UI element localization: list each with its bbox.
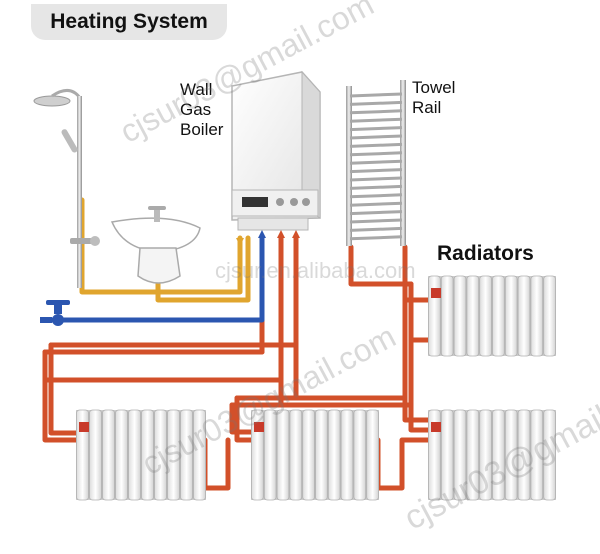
towel-rail-bar	[349, 184, 403, 190]
radiator-fin	[353, 409, 367, 501]
radiator-fin	[492, 409, 505, 501]
towel-rail-bar	[349, 151, 403, 157]
radiator-fin	[530, 275, 544, 357]
radiator-logo	[254, 422, 264, 432]
radiator-fin	[340, 409, 354, 501]
watermark-site: cjsur.en.alibaba.com	[215, 258, 416, 283]
radiator-fin	[154, 409, 167, 501]
towel-rail-bar	[349, 134, 403, 140]
radiator-fin	[517, 275, 531, 357]
radiator-fin	[128, 409, 141, 501]
radiator-logo	[431, 288, 441, 298]
radiator-fin	[366, 409, 379, 501]
boiler-label-line-3: Boiler	[180, 120, 224, 139]
towel-rail	[346, 80, 406, 246]
radiator-fin	[479, 275, 492, 357]
radiator-fin	[180, 409, 193, 501]
sink-icon	[110, 206, 201, 284]
towel-rail-bar	[349, 126, 403, 132]
radiator-fin	[504, 275, 518, 357]
radiator-fin	[440, 275, 454, 357]
radiator-bottom-right	[428, 409, 556, 501]
radiator-fin	[517, 409, 531, 501]
cold-water-tap	[40, 300, 70, 326]
radiator-fin	[530, 409, 544, 501]
cold-water-pipe	[49, 235, 265, 323]
towel-rail-post	[400, 80, 406, 246]
towel-rail-label: Towel Rail	[412, 78, 455, 118]
page-title: Heating System	[31, 4, 227, 40]
hot-water-pipes	[42, 235, 433, 491]
radiators-label: Radiators	[437, 242, 534, 265]
radiator-fin	[466, 275, 480, 357]
radiator-fin	[167, 409, 180, 501]
radiator-bottom-left	[76, 409, 206, 501]
radiator-fin	[492, 275, 505, 357]
radiator-fin	[504, 409, 518, 501]
towel-rail-post	[346, 86, 352, 246]
radiator-fin	[440, 409, 454, 501]
radiator-logo	[79, 422, 89, 432]
towel-rail-bar	[349, 193, 403, 199]
radiator-fin	[251, 409, 264, 501]
radiator-fin	[89, 409, 102, 501]
radiator-fin	[479, 409, 492, 501]
wall-gas-boiler	[231, 70, 321, 246]
radiator-fin	[289, 409, 303, 501]
towel-rail-bar	[349, 218, 403, 224]
towel-rail-bar	[349, 201, 403, 207]
boiler-label-line-2: Gas	[180, 100, 212, 119]
towel-rail-bar	[349, 168, 403, 174]
towel-rail-bar	[349, 142, 403, 148]
radiator-fin	[327, 409, 341, 501]
towel-rail-bar	[349, 92, 403, 98]
radiator-fin	[428, 409, 441, 501]
radiator-fin	[453, 409, 467, 501]
shower-icon	[33, 89, 100, 288]
radiator-fin	[263, 409, 277, 501]
radiator-fin	[302, 409, 315, 501]
radiator-bottom-middle	[251, 409, 379, 501]
radiator-fin	[102, 409, 115, 501]
towel-rail-label-line-1: Towel	[412, 78, 456, 97]
radiator-fin	[76, 409, 89, 501]
radiator-fin	[276, 409, 290, 501]
towel-rail-bar	[349, 159, 403, 165]
radiator-top-right	[428, 275, 556, 357]
towel-rail-bar	[349, 100, 403, 106]
towel-rail-bar	[349, 226, 403, 232]
boiler-label: Wall Gas Boiler	[180, 80, 223, 140]
radiator-fin	[315, 409, 328, 501]
radiator-logo	[431, 422, 441, 432]
towel-rail-bar	[349, 117, 403, 123]
towel-rail-label-line-2: Rail	[412, 98, 442, 117]
towel-rail-bar	[349, 176, 403, 182]
radiator-fin	[193, 409, 206, 501]
towel-rail-bar	[349, 235, 403, 241]
radiator-fin	[543, 275, 556, 357]
radiator-fin	[466, 409, 480, 501]
radiator-fin	[141, 409, 154, 501]
radiator-fin	[543, 409, 556, 501]
radiator-fin	[453, 275, 467, 357]
boiler-label-line-1: Wall	[180, 80, 213, 99]
towel-rail-bar	[349, 109, 403, 115]
radiator-fin	[115, 409, 128, 501]
towel-rail-bar	[349, 210, 403, 216]
